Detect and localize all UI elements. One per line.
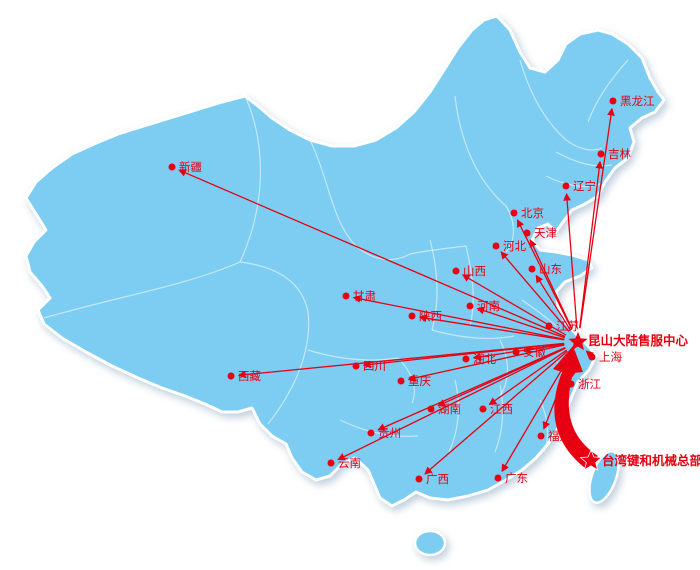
hub-label: 昆山大陆售服中心	[588, 333, 689, 348]
province-label: 新疆	[179, 160, 202, 174]
hainan-island	[413, 529, 447, 557]
province-dot	[367, 429, 375, 437]
province-dot	[512, 348, 520, 356]
province-label: 天津	[534, 226, 557, 240]
province-label: 甘肃	[353, 289, 376, 303]
province-dot	[479, 405, 487, 413]
taiwan-hq-label: 台湾键和机械总部	[602, 453, 700, 468]
province-label: 广西	[426, 472, 449, 486]
province-dot	[227, 372, 235, 380]
service-arrow	[418, 314, 565, 341]
province-dot	[408, 312, 416, 320]
province-dot	[567, 380, 575, 388]
service-arrow	[377, 347, 566, 431]
province-label: 河北	[503, 239, 526, 253]
province-label: 江苏	[556, 319, 579, 333]
service-arrow	[407, 344, 565, 382]
province-dot	[462, 355, 470, 363]
service-arrow	[352, 295, 565, 340]
province-dot	[545, 322, 553, 330]
province-label: 西藏	[238, 369, 261, 383]
province-borders	[43, 59, 629, 453]
service-arrow	[424, 350, 568, 475]
province-label: 福建	[548, 429, 571, 443]
province-dot	[327, 459, 335, 467]
service-arrow	[500, 251, 570, 332]
province-dot	[562, 182, 570, 190]
province-label: 浙江	[578, 377, 601, 391]
service-arrow	[337, 347, 566, 461]
province-dot	[523, 229, 531, 237]
service-arrow	[585, 350, 595, 359]
province-label: 江西	[490, 402, 513, 416]
province-label: 四川	[363, 359, 386, 373]
service-arrow	[517, 219, 573, 330]
province-dot	[415, 475, 423, 483]
service-arrow	[542, 354, 574, 430]
province-label: 贵州	[378, 426, 401, 440]
province-dot	[352, 362, 360, 370]
province-dot	[528, 265, 536, 273]
china-landmass	[24, 14, 666, 557]
mainland-outline	[24, 14, 666, 508]
province-dot	[510, 209, 518, 217]
province-dot	[597, 150, 605, 158]
service-arrow	[237, 342, 565, 379]
service-arrow	[535, 274, 572, 331]
province-label: 湖北	[473, 352, 496, 366]
province-label: 河南	[477, 299, 500, 313]
province-dot	[427, 405, 435, 413]
province-label: 湖南	[438, 402, 461, 416]
service-arrow	[563, 192, 578, 329]
province-label: 上海	[599, 350, 622, 364]
province-dot	[397, 377, 405, 385]
province-dot	[466, 302, 474, 310]
province-dot	[494, 474, 502, 482]
province-dot	[609, 97, 617, 105]
province-label: 广东	[505, 471, 528, 485]
province-dot	[588, 353, 596, 361]
service-arrow	[569, 355, 578, 378]
province-label: 山西	[463, 264, 486, 278]
province-dot	[342, 292, 350, 300]
province-dot	[168, 163, 176, 171]
service-arrow	[178, 169, 566, 338]
taiwan-star-icon	[579, 448, 603, 471]
province-label: 安徽	[523, 345, 546, 359]
province-dot	[492, 242, 500, 250]
service-arrow	[579, 160, 604, 329]
hub-star-icon	[568, 332, 588, 351]
province-dot	[452, 267, 460, 275]
province-label: 黑龙江	[620, 94, 655, 108]
province-label: 辽宁	[573, 179, 596, 193]
service-arrow	[529, 239, 573, 330]
service-arrows-layer	[178, 107, 615, 475]
province-label: 吉林	[608, 147, 631, 161]
province-label: 北京	[521, 206, 544, 220]
service-arrow	[501, 353, 572, 473]
province-label: 重庆	[408, 374, 431, 388]
province-label: 云南	[338, 456, 361, 470]
service-arrow	[476, 306, 565, 339]
taiwan-island	[588, 450, 620, 504]
service-arrow	[488, 349, 567, 406]
service-arrow	[579, 107, 615, 329]
province-dot	[537, 432, 545, 440]
province-label: 山东	[539, 262, 562, 276]
province-label: 陕西	[419, 309, 442, 323]
